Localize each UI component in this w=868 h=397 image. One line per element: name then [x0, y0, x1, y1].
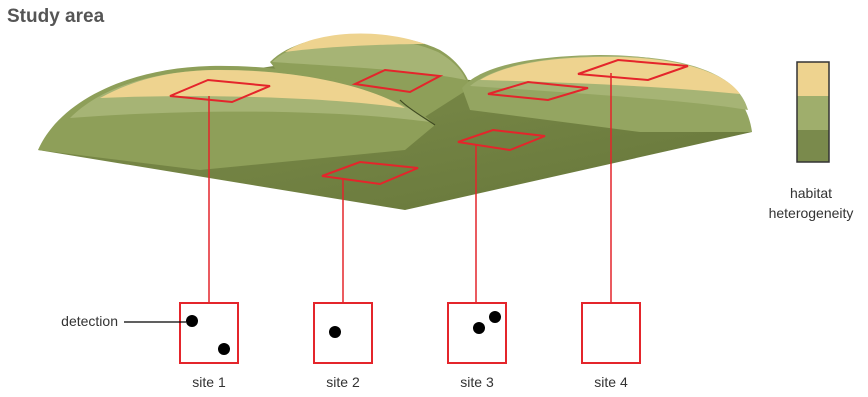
detection-dot — [489, 311, 501, 323]
site-1-label: site 1 — [192, 374, 226, 390]
site-2-box — [313, 302, 373, 364]
plot-site-2 — [321, 160, 419, 186]
hill-left-top — [100, 70, 405, 108]
legend-swatch-dark — [797, 130, 829, 162]
detection-dot — [473, 322, 485, 334]
plot-site-3 — [457, 128, 546, 152]
legend-label-line2: heterogeneity — [769, 205, 854, 221]
sample-plots — [169, 58, 689, 186]
detection-dot — [218, 343, 230, 355]
site-4-label: site 4 — [594, 374, 628, 390]
hill-right-top — [480, 56, 740, 94]
detection-dot — [329, 326, 341, 338]
plot-right-mid — [487, 80, 589, 102]
valley-crease — [399, 99, 436, 126]
terrain-surface — [38, 33, 752, 210]
hill-back-band — [272, 37, 466, 80]
site-1-box — [179, 302, 239, 364]
site-4-box — [581, 302, 641, 364]
plot-site-1 — [169, 78, 271, 104]
habitat-legend: habitat heterogeneity — [769, 61, 854, 221]
plot-back — [351, 68, 444, 94]
connector-lines — [208, 73, 612, 303]
diagram-title: Study area — [7, 6, 105, 27]
legend-label-line1: habitat — [790, 185, 832, 201]
legend-swatch-mid — [797, 96, 829, 130]
detection-dot — [186, 315, 198, 327]
plot-right-top — [577, 58, 689, 82]
site-2-label: site 2 — [326, 374, 360, 390]
legend-swatch-light — [797, 62, 829, 96]
site-3-label: site 3 — [460, 374, 494, 390]
hill-back-top — [285, 33, 425, 52]
site-boxes — [179, 302, 641, 364]
legend-border — [796, 61, 830, 163]
detections — [186, 311, 501, 355]
detection-label: detection — [61, 313, 118, 329]
